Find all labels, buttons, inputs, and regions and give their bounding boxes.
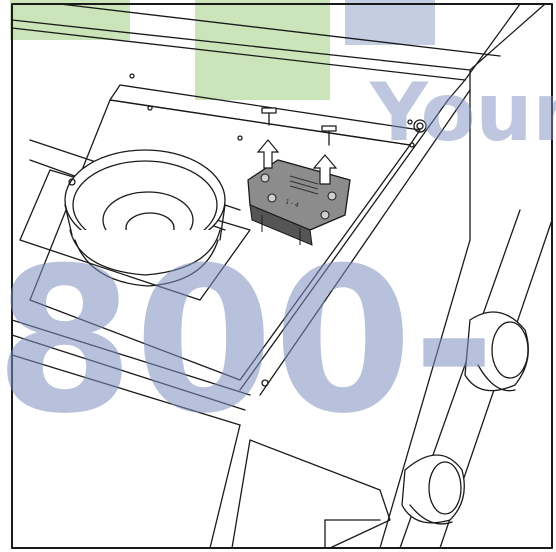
watermark-block-3 [345,0,435,45]
module-label: 1 - 4 [284,198,299,209]
watermark-word: Your [369,66,556,159]
watermark-block-2 [195,0,330,100]
arrow-left-label: ↑ [0,0,1,1]
watermark-block-1 [10,0,130,40]
arrow-right-label: ↑ [0,0,1,1]
watermark-number: 800- [0,225,496,458]
up-arrow-left-icon [256,139,280,169]
line-art [11,3,553,549]
up-arrow-right-icon [312,154,338,185]
